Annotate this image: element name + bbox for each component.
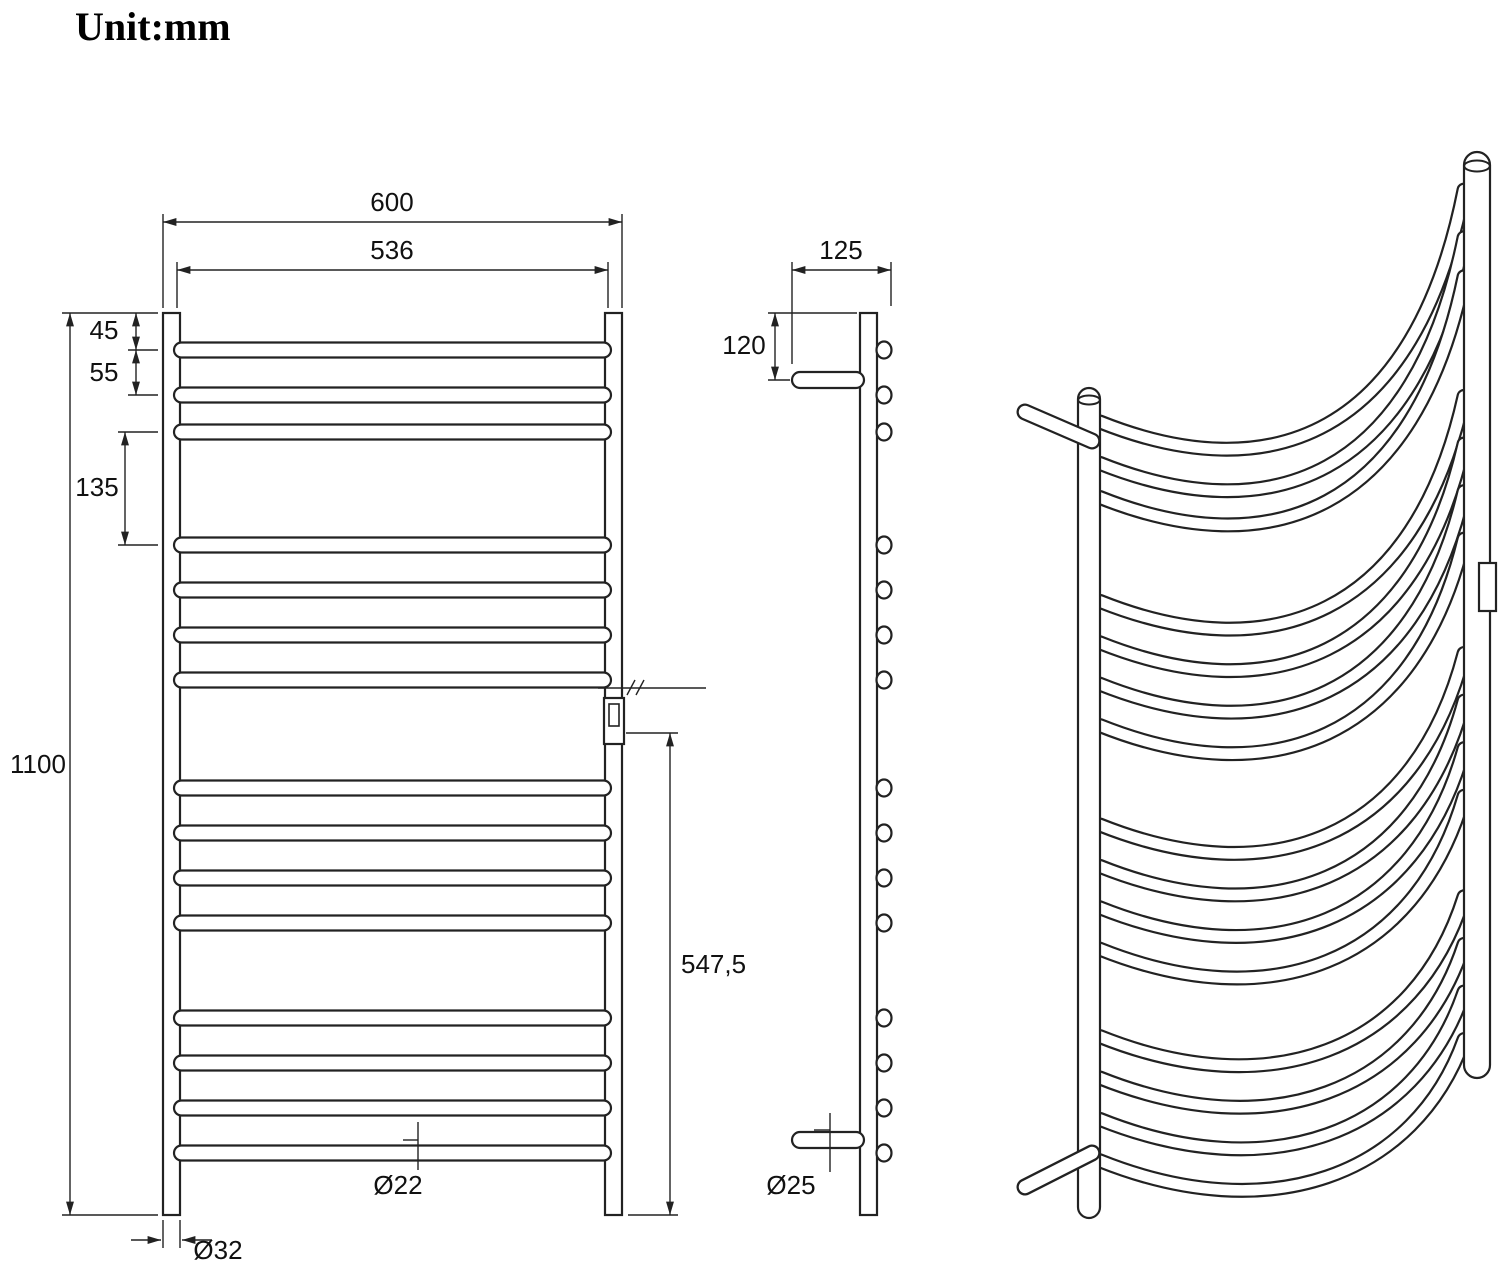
side-rung-end — [875, 1098, 893, 1118]
persp-rung-highlight — [1094, 486, 1470, 718]
dim-bracket-offset: 120 — [722, 312, 857, 381]
persp-rung-highlight — [1094, 533, 1470, 759]
side-rung-end — [875, 1008, 893, 1028]
front-right-post — [603, 311, 624, 1217]
side-rung-end — [875, 385, 893, 405]
front-rung — [172, 1009, 613, 1027]
dim-post-diameter: Ø32 — [131, 1220, 243, 1265]
persp-rung-highlight — [1094, 232, 1470, 496]
persp-rung — [1092, 230, 1472, 499]
dim-inner-width: 536 — [176, 235, 609, 308]
front-element-box — [602, 696, 626, 746]
side-rung-end — [875, 823, 893, 843]
dim-label-135: 135 — [75, 472, 118, 502]
persp-rung-highlight — [1094, 791, 1470, 984]
persp-rung-highlight — [1094, 648, 1470, 859]
dim-label-45: 45 — [90, 315, 119, 345]
front-rung — [172, 914, 613, 932]
front-rung — [172, 386, 613, 404]
side-rung-end — [875, 913, 893, 933]
persp-rung-highlight — [1094, 1034, 1470, 1196]
front-element-window — [608, 703, 620, 727]
dim-overall-height: 1100 — [10, 312, 158, 1216]
dim-label-55: 55 — [90, 357, 119, 387]
persp-rung-highlight — [1094, 891, 1470, 1071]
side-rung-end — [875, 422, 893, 442]
dim-bracket-diameter: Ø25 — [766, 1113, 831, 1200]
persp-top-wall-bracket — [1016, 403, 1101, 450]
side-bottom-bracket — [790, 1130, 866, 1150]
side-view: 125 120 Ø25 — [722, 235, 893, 1217]
front-rung — [172, 869, 613, 887]
persp-rung-highlight — [1094, 184, 1470, 455]
dim-label-o32: Ø32 — [193, 1235, 242, 1265]
persp-left-post — [1076, 386, 1102, 1220]
front-rung — [172, 423, 613, 441]
persp-bottom-wall-bracket — [1016, 1144, 1101, 1196]
front-rung — [172, 626, 613, 644]
dim-overall-width: 600 — [162, 187, 623, 308]
persp-rungs — [1092, 182, 1472, 1198]
dim-label-o25: Ø25 — [766, 1170, 815, 1200]
persp-rung-highlight — [1094, 391, 1470, 635]
side-rung-end — [875, 868, 893, 888]
side-rung-end — [875, 670, 893, 690]
front-rung — [172, 581, 613, 599]
persp-right-post-cap — [1463, 159, 1491, 173]
persp-rung-highlight — [1094, 438, 1470, 676]
persp-rung-highlight — [1094, 271, 1470, 531]
dim-label-120: 120 — [722, 330, 765, 360]
front-left-post — [161, 311, 182, 1217]
dim-label-125: 125 — [819, 235, 862, 265]
side-rung-end — [875, 340, 893, 360]
persp-rung-highlight — [1094, 939, 1470, 1113]
side-rung-ends — [875, 340, 893, 1163]
persp-rung-highlight — [1094, 986, 1470, 1155]
side-rung-end — [875, 535, 893, 555]
dim-label-536: 536 — [370, 235, 413, 265]
dim-rung-spacing: 45 55 135 — [75, 313, 158, 546]
persp-rung-highlight — [1094, 695, 1470, 901]
front-rung — [172, 536, 613, 554]
front-rung — [172, 1144, 613, 1162]
persp-element-box — [1477, 561, 1498, 613]
front-rung — [172, 341, 613, 359]
unit-label: Unit:mm — [75, 4, 231, 49]
side-rung-end — [875, 625, 893, 645]
dim-label-547-5: 547,5 — [681, 949, 746, 979]
persp-left-post-cap — [1077, 394, 1101, 406]
dim-label-1100: 1100 — [10, 749, 66, 779]
side-top-bracket — [790, 370, 866, 390]
dim-element-height: 547,5 — [598, 679, 746, 1216]
side-rung-end — [875, 580, 893, 600]
front-rung — [172, 1099, 613, 1117]
side-post — [858, 311, 879, 1217]
side-rung-end — [875, 778, 893, 798]
persp-right-post — [1462, 150, 1492, 1080]
front-rungs — [172, 341, 613, 1162]
front-rung — [172, 1054, 613, 1072]
front-rung — [172, 824, 613, 842]
persp-rung-highlight — [1094, 743, 1470, 942]
dim-label-600: 600 — [370, 187, 413, 217]
side-rung-end — [875, 1053, 893, 1073]
front-view: 600 536 45 55 135 1100 — [10, 187, 746, 1265]
dim-label-o22: Ø22 — [373, 1170, 422, 1200]
front-rung — [172, 779, 613, 797]
front-rung — [172, 671, 613, 689]
dim-rung-diameter: Ø22 — [373, 1122, 423, 1200]
perspective-view — [1016, 150, 1498, 1220]
side-rung-end — [875, 1143, 893, 1163]
